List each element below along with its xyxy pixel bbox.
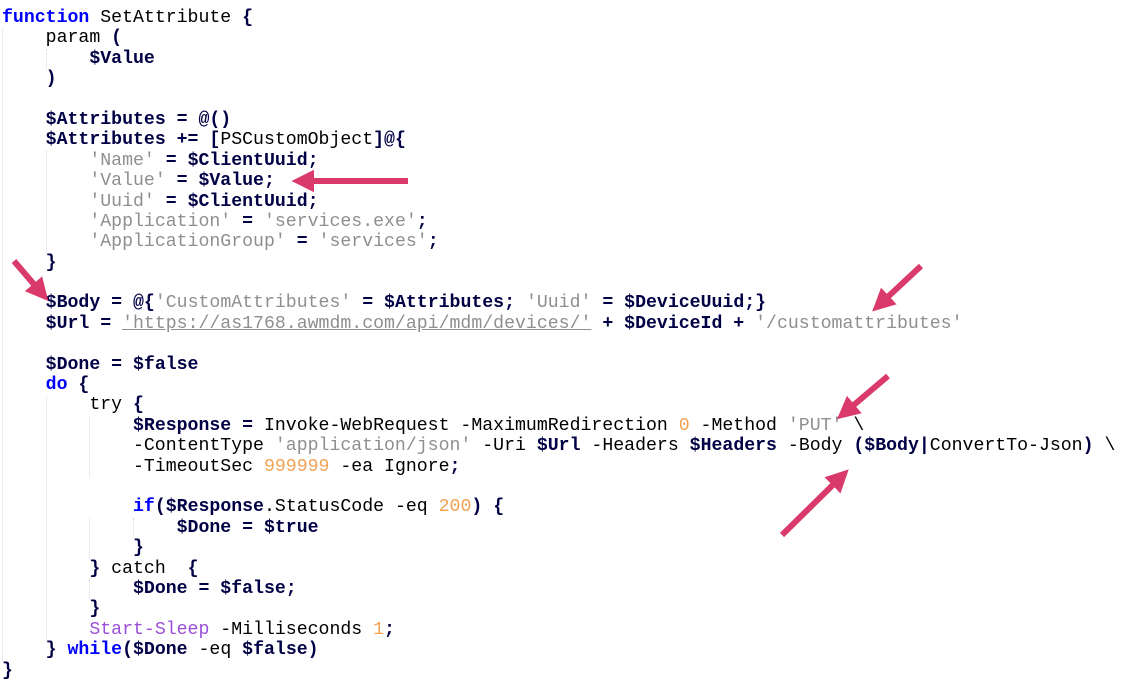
- code-line: param (: [2, 28, 123, 49]
- code-line: -TimeoutSec 999999 -ea Ignore;: [2, 456, 461, 477]
- code-line: }: [132, 538, 144, 559]
- code-line: $Body = @{'CustomAttributes' = $Attribut…: [45, 293, 767, 314]
- code-line: if($Response.StatusCode -eq 200) {: [132, 497, 505, 518]
- code-line: $Attributes = @(): [45, 109, 232, 130]
- code-line: $Response = Invoke-WebRequest -MaximumRe…: [132, 415, 865, 436]
- code-line: -ContentType 'application/json' -Uri $Ur…: [2, 436, 1116, 457]
- code-line: Start-Sleep -Milliseconds 1;: [89, 619, 395, 640]
- code-line: $Attributes += [PSCustomObject]@{: [45, 130, 406, 151]
- code-line: [2, 90, 1115, 110]
- code-line: [2, 477, 1115, 497]
- code-line: $Value: [89, 48, 155, 69]
- code-line: function SetAttribute {: [2, 8, 254, 28]
- code-line: } catch {: [89, 558, 199, 579]
- indent-guide: [89, 518, 90, 559]
- code-line: 'Name' = $ClientUuid;: [89, 150, 319, 171]
- indent-guide: [46, 151, 47, 253]
- code-line: $Done = $false: [45, 354, 199, 375]
- code-line: ): [45, 69, 57, 90]
- code-line: 'Value' = $Value;: [89, 171, 275, 192]
- code-line: $Url = 'https://as1768.awmdm.com/api/mdm…: [45, 313, 963, 334]
- code-line: try {: [2, 395, 144, 416]
- indent-guide: [46, 49, 47, 69]
- code-line: 'Application' = 'services.exe';: [89, 211, 428, 232]
- indent-guide: [133, 518, 134, 538]
- code-line: do {: [45, 375, 90, 396]
- code-line: }: [45, 252, 57, 273]
- code-line: $Done = $true: [176, 517, 319, 538]
- code-line: } while($Done -eq $false): [45, 640, 319, 661]
- code-line: 'Uuid' = $ClientUuid;: [89, 191, 319, 212]
- code-line: [2, 334, 1115, 354]
- code-line: }: [2, 660, 13, 681]
- indent-guide: [89, 416, 90, 477]
- indent-guide: [89, 579, 90, 599]
- code-line: }: [89, 599, 101, 620]
- code-line: $Done = $false;: [132, 578, 297, 599]
- indent-guide: [2, 28, 3, 661]
- code-line: 'ApplicationGroup' = 'services';: [89, 232, 439, 253]
- code-block: function SetAttribute { param ( $Value )…: [2, 8, 1115, 681]
- indent-guide: [46, 396, 47, 641]
- code-line: [2, 273, 1115, 293]
